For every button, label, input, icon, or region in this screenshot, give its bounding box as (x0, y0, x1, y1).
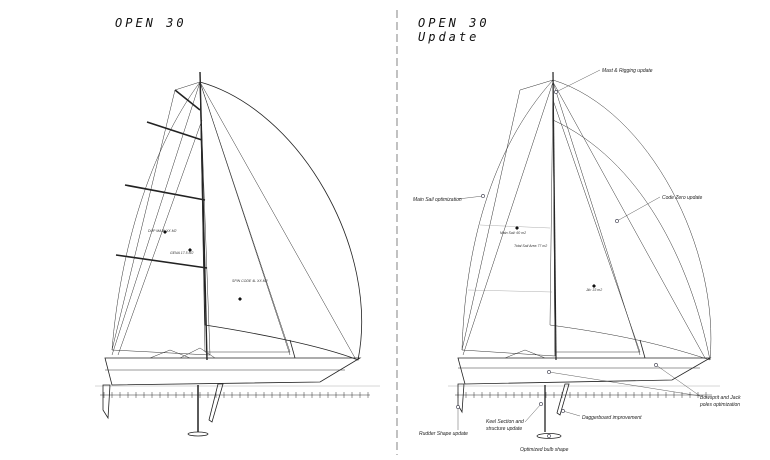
left-spinnaker (199, 81, 363, 361)
right-code-zero (549, 79, 712, 361)
annotation-daggerboard: Daggerboard improvement (582, 415, 642, 421)
left-main-label: DUP MAIN XX M2 (148, 229, 177, 233)
annotation-bowsprit-1: Bowsprit and Jack (700, 395, 741, 401)
right-rudder (457, 383, 465, 414)
annotation-code-zero: Code Zero update (662, 195, 703, 201)
left-boat: DUP MAIN XX M2 GENA 17.5 M2 SPIN CODE 4L… (95, 71, 380, 437)
left-title: OPEN 30 (115, 16, 187, 30)
right-boat: Main Sail: 60 m2 Total Sail Area 77 m2 J… (413, 68, 741, 453)
left-spin-label: SPIN CODE 4L XX M2 (232, 279, 268, 283)
annotation-main: Main Sail optimization (413, 197, 462, 203)
right-total-label: Total Sail Area 77 m2 (514, 244, 547, 248)
annotation-bowsprit-2: poles optimization (699, 402, 740, 408)
left-jib (199, 81, 291, 353)
left-jib-label: GENA 17.5 M2 (170, 251, 193, 255)
right-hull (457, 357, 712, 385)
right-subtitle: Update (418, 30, 480, 44)
right-main-label: Main Sail: 60 m2 (500, 231, 526, 235)
annotation-mast: Mast & Rigging update (602, 68, 653, 74)
right-title: OPEN 30 (418, 16, 490, 30)
annotation-keel-2: structure update (486, 426, 522, 432)
annotation-keel-1: Keel Section and (486, 419, 524, 425)
annotation-bulb: Optimized bulb shape (520, 447, 569, 453)
right-daggerboard (556, 383, 570, 416)
right-mainsail (461, 79, 556, 357)
left-hull (104, 357, 362, 386)
right-bulb (536, 433, 562, 439)
right-mast (552, 71, 557, 361)
left-mast (199, 71, 208, 361)
left-bulb (187, 431, 209, 437)
right-jib-label: Jib: 33 m2 (585, 288, 602, 292)
annotation-rudder: Rudder Shape update (419, 431, 468, 437)
left-mainsail (111, 81, 211, 356)
left-rudder (102, 384, 111, 420)
left-daggerboard (208, 383, 224, 423)
right-jib (552, 99, 641, 353)
